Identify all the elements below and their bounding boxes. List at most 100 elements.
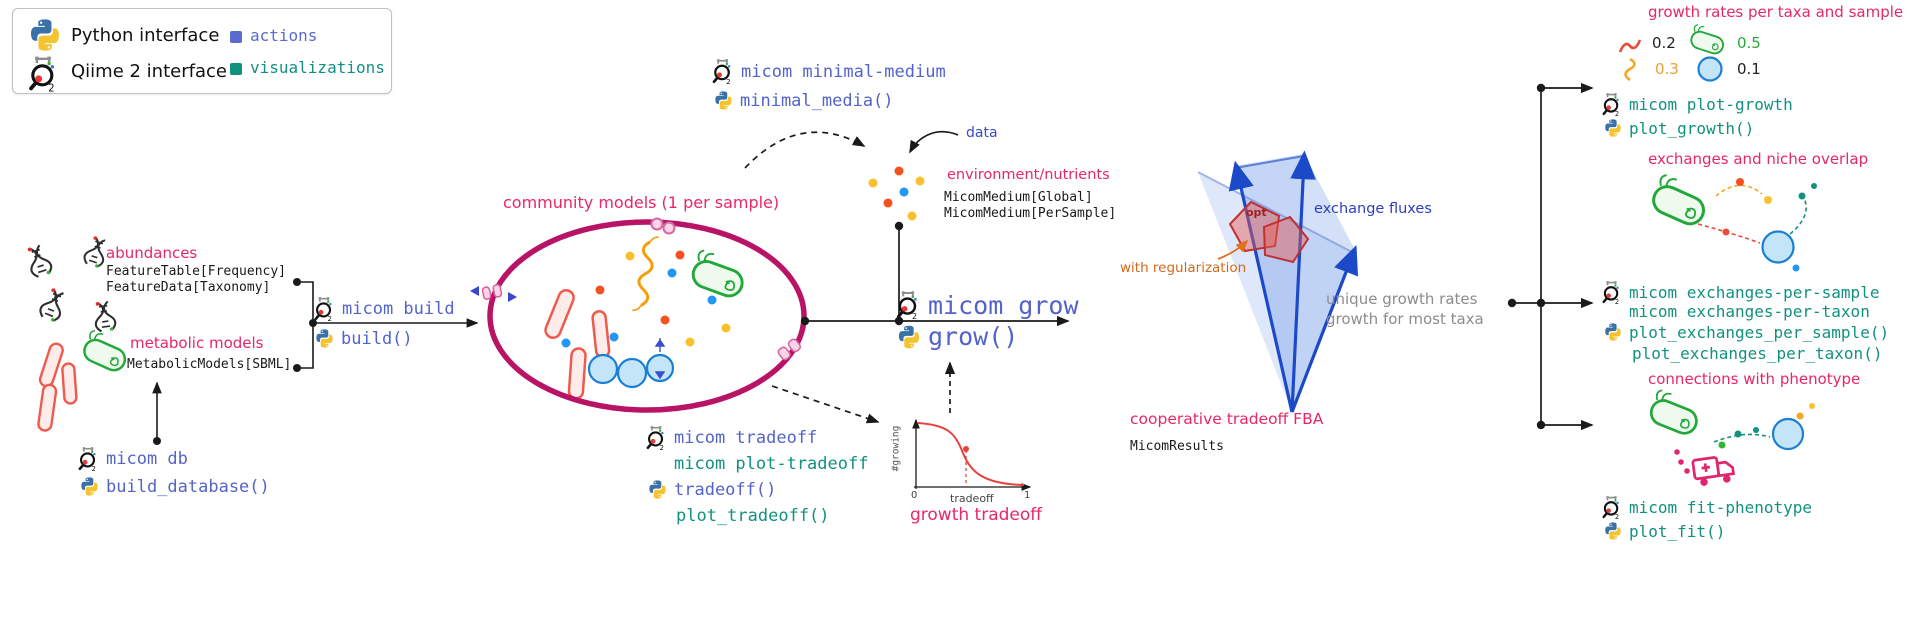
plot-tradeoff-python-label: plot_tradeoff()	[676, 506, 830, 526]
abundances-type-taxonomy: FeatureData[Taxonomy]	[106, 280, 271, 295]
tradeoff-plot-xlabel: tradeoff	[950, 492, 994, 505]
truck-icon	[1691, 453, 1736, 489]
exchanges-python-label-1: plot_exchanges_per_sample()	[1629, 322, 1890, 342]
legend-box: Python interface Qiime 2 interface actio…	[12, 8, 392, 94]
minimal-medium-arrow	[744, 131, 866, 169]
plot-growth-qiime-command: micom plot-growth	[1600, 92, 1793, 117]
tradeoff-python-command: tradeoff()	[647, 479, 776, 500]
tradeoff-plot-ylabel: #growing	[890, 425, 902, 472]
python-icon	[31, 19, 59, 51]
growth-tradeoff-plot	[912, 418, 1032, 491]
qiime2-icon	[1602, 280, 1621, 305]
exchange-network-icon	[1647, 172, 1817, 272]
tradeoff-qiime-command: micom tradeoff	[644, 425, 817, 451]
abundances-type-frequency: FeatureTable[Frequency]	[106, 264, 287, 279]
exchanges-python-label-2: plot_exchanges_per_taxon()	[1632, 344, 1883, 363]
visualizations-swatch	[230, 63, 242, 75]
data-label: data	[966, 125, 998, 141]
medium-qiime-command: micom minimal-medium	[710, 58, 946, 85]
plot-fit-python-command: plot_fit()	[1603, 521, 1725, 541]
nutrient-dots-cluster	[868, 166, 925, 221]
db-qiime-command: micom db	[76, 446, 188, 472]
visualizations-label: visualizations	[250, 58, 385, 77]
fba-title: cooperative tradeoff FBA	[1130, 410, 1324, 428]
exchanges-qiime-label-2: micom exchanges-per-taxon	[1629, 302, 1870, 321]
legend-python-label: Python interface	[71, 25, 220, 46]
qiime2-icon	[1602, 92, 1621, 117]
rate-value-4: 0.1	[1737, 60, 1761, 78]
fit-phenotype-qiime-label: micom fit-phenotype	[1629, 498, 1813, 517]
taxa-rate-icons	[1618, 23, 1728, 82]
rate-value-3: 0.3	[1655, 60, 1679, 78]
exchanges-qiime-label-1: micom exchanges-per-sample	[1629, 283, 1880, 302]
grow-line	[800, 221, 1070, 327]
fba-note-2: growth for most taxa	[1326, 310, 1484, 328]
db-python-label: build_database()	[106, 476, 270, 497]
rate-value-2: 0.5	[1737, 34, 1761, 52]
exchanges-python-command-1: plot_exchanges_per_sample()	[1603, 322, 1889, 342]
medium-python-label: minimal_media()	[740, 90, 894, 111]
models-header: metabolic models	[130, 334, 264, 352]
python-icon	[1605, 119, 1621, 137]
phenotype-header: connections with phenotype	[1648, 370, 1861, 388]
legend-qiime-label: Qiime 2 interface	[71, 61, 227, 82]
medium-python-command: minimal_media()	[713, 90, 894, 111]
results-branches	[1507, 82, 1594, 431]
tradeoff-qiime-label: micom tradeoff	[674, 428, 818, 448]
qiime2-icon	[78, 446, 98, 472]
db-qiime-label: micom db	[106, 449, 188, 469]
plot-growth-python-command: plot_growth()	[1603, 118, 1754, 138]
environment-header: environment/nutrients	[947, 167, 1110, 183]
grow-python-label: grow()	[928, 322, 1019, 351]
data-arrow	[909, 130, 959, 154]
build-qiime-command: micom build	[312, 296, 455, 322]
exchanges-header: exchanges and niche overlap	[1648, 150, 1869, 168]
plot-growth-python-label: plot_growth()	[1629, 118, 1755, 138]
python-icon	[649, 480, 666, 499]
medium-type-global: MicomMedium[Global]	[944, 190, 1093, 205]
tradeoff-plot-xmax: 1	[1024, 490, 1031, 501]
medium-type-persample: MicomMedium[PerSample]	[944, 206, 1117, 221]
grow-python-command: grow()	[896, 322, 1018, 351]
plot-fit-python-label: plot_fit()	[1629, 521, 1726, 541]
fba-result-type: MicomResults	[1130, 439, 1224, 454]
db-python-command: build_database()	[79, 476, 270, 497]
tradeoff-plot-xmin: 0	[911, 490, 918, 501]
dna-icons	[23, 233, 118, 334]
tradeoff-dashed-arrow	[771, 385, 880, 424]
exchange-fluxes-label: exchange fluxes	[1314, 201, 1432, 217]
fba-note-1: unique growth rates	[1326, 290, 1478, 308]
tradeoff-python-label: tradeoff()	[674, 479, 777, 500]
community-membrane	[487, 219, 807, 413]
qiime2-icon	[897, 290, 919, 320]
rate-value-1: 0.2	[1652, 34, 1676, 52]
actions-swatch	[230, 31, 242, 43]
python-icon	[1605, 522, 1621, 540]
db-arrow	[152, 381, 162, 445]
grow-qiime-label: micom grow	[928, 290, 1079, 320]
exchanges-qiime-command-1: micom exchanges-per-sample	[1600, 280, 1879, 305]
grow-qiime-command: micom grow	[894, 290, 1079, 320]
qiime2-icon	[1602, 495, 1621, 520]
growth-rates-header: growth rates per taxa and sample	[1648, 3, 1904, 21]
qiime2-icon	[646, 425, 666, 451]
python-icon	[898, 325, 920, 348]
python-icon	[715, 91, 732, 110]
build-qiime-label: micom build	[342, 299, 455, 319]
membrane-transporters	[470, 217, 802, 361]
qiime2-icon	[314, 296, 334, 322]
actions-label: actions	[250, 26, 318, 45]
growth-tradeoff-title: growth tradeoff	[910, 505, 1042, 525]
build-bracket	[293, 278, 479, 372]
plot-tradeoff-qiime-label: micom plot-tradeoff	[674, 454, 869, 474]
fit-phenotype-qiime-command: micom fit-phenotype	[1600, 495, 1812, 520]
python-icon	[1605, 323, 1621, 341]
nutrient-dots-inside	[561, 250, 731, 348]
build-python-label: build()	[341, 328, 413, 349]
plot-growth-qiime-label: micom plot-growth	[1629, 95, 1793, 114]
phenotype-icon	[1645, 387, 1815, 489]
abundances-header: abundances	[106, 244, 198, 262]
metabolic-model-icons	[37, 328, 133, 432]
